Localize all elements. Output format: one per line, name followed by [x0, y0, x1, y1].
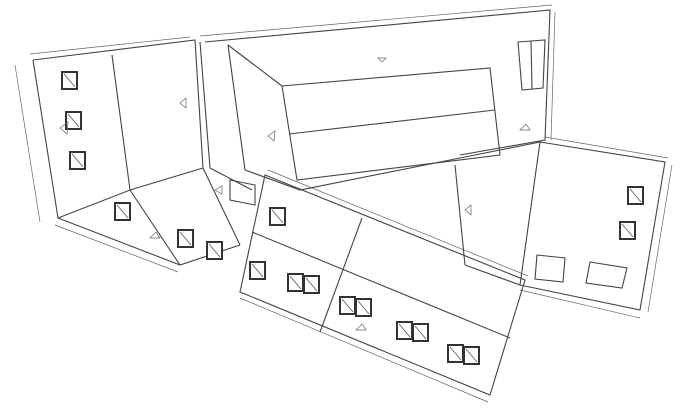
window-pane-line [63, 73, 76, 88]
right-room [454, 141, 666, 311]
window-pane-line [465, 348, 478, 363]
lower-wall-panel [239, 174, 526, 396]
window-pane-line [398, 323, 411, 338]
window-pane-line [208, 243, 221, 258]
window-pane-line [449, 346, 462, 361]
window-pane-line [621, 223, 634, 238]
window-pane-line [629, 188, 642, 203]
window-pane-line [305, 277, 318, 292]
window-pane-line [71, 153, 84, 168]
window-pane-line [67, 113, 80, 128]
window-pane-line [357, 300, 370, 315]
window-pane-line [414, 325, 427, 340]
window-pane-line [116, 204, 129, 219]
window-pane-line [251, 263, 264, 278]
central-room [204, 9, 551, 191]
window-pane-line [179, 231, 192, 246]
window-pane-line [341, 298, 354, 313]
dimension-lines [14, 4, 673, 403]
markers [59, 57, 531, 331]
windows [61, 71, 644, 365]
window-pane-line [289, 275, 302, 290]
window-pane-line [271, 209, 284, 224]
